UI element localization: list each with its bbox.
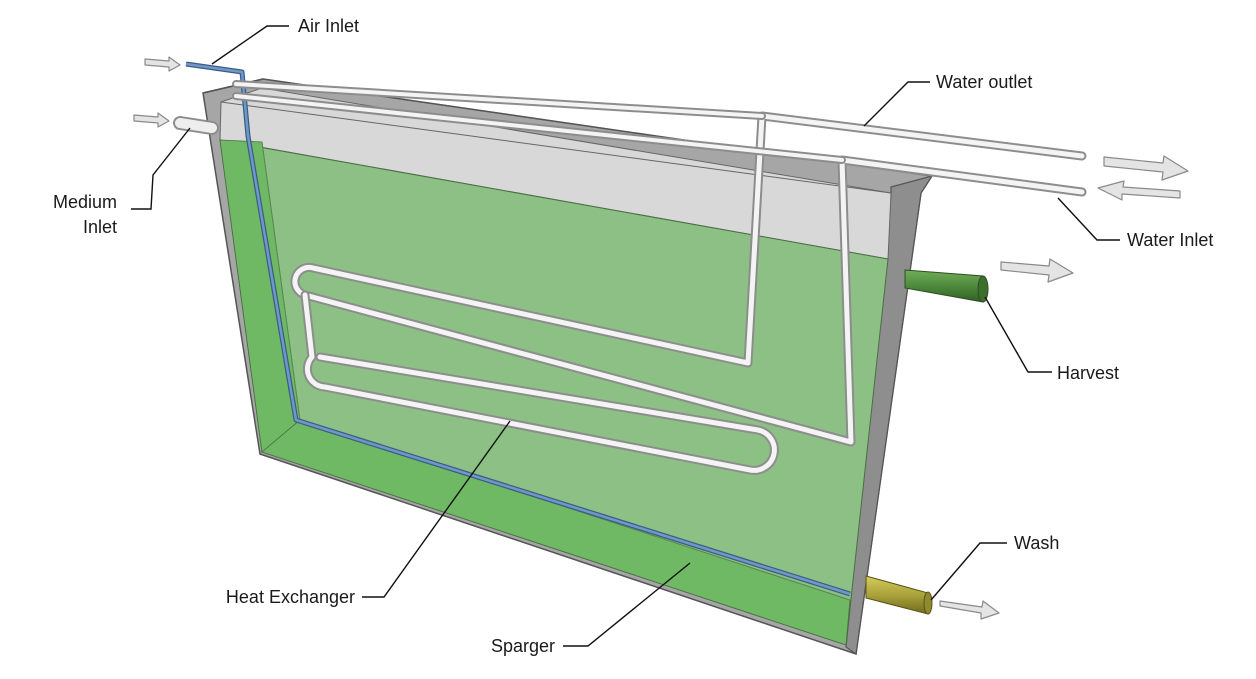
medium-inlet-leader bbox=[131, 127, 191, 210]
label-medium-inlet-line1: Medium bbox=[53, 192, 117, 212]
label-sparger: Sparger bbox=[491, 636, 555, 656]
water-outlet-arrow bbox=[1103, 155, 1189, 181]
harvest-pipe bbox=[904, 269, 989, 303]
flow-arrows bbox=[133, 56, 1189, 620]
water-outlet-leader bbox=[863, 81, 930, 127]
wash-leader bbox=[930, 542, 1007, 601]
labels: Air Inlet Medium Inlet Water outlet Wate… bbox=[53, 16, 1213, 656]
leader-lines bbox=[131, 25, 1120, 647]
label-heat-exchanger: Heat Exchanger bbox=[226, 587, 355, 607]
harvest-arrow bbox=[1000, 258, 1074, 283]
wash-arrow bbox=[939, 600, 1000, 620]
medium-inlet-pipe bbox=[173, 116, 219, 135]
air-inlet-leader bbox=[211, 25, 289, 65]
heat-exchanger-coil bbox=[232, 80, 1087, 475]
wash-pipe bbox=[865, 575, 933, 615]
tank-headspace bbox=[219, 87, 892, 260]
label-harvest: Harvest bbox=[1057, 363, 1119, 383]
label-water-outlet: Water outlet bbox=[936, 72, 1032, 92]
label-air-inlet: Air Inlet bbox=[298, 16, 359, 36]
water-inlet-arrow bbox=[1097, 180, 1181, 201]
sparger-leader bbox=[563, 562, 691, 647]
label-wash: Wash bbox=[1014, 533, 1059, 553]
label-medium-inlet-line2: Inlet bbox=[83, 217, 117, 237]
sparger-line bbox=[185, 61, 851, 597]
water-inlet-leader bbox=[1057, 197, 1120, 241]
harvest-leader bbox=[984, 296, 1052, 373]
medium-inlet-arrow bbox=[133, 112, 170, 128]
heat-exchanger-leader bbox=[362, 420, 511, 598]
air-inlet-arrow bbox=[144, 56, 181, 72]
label-water-inlet: Water Inlet bbox=[1127, 230, 1213, 250]
